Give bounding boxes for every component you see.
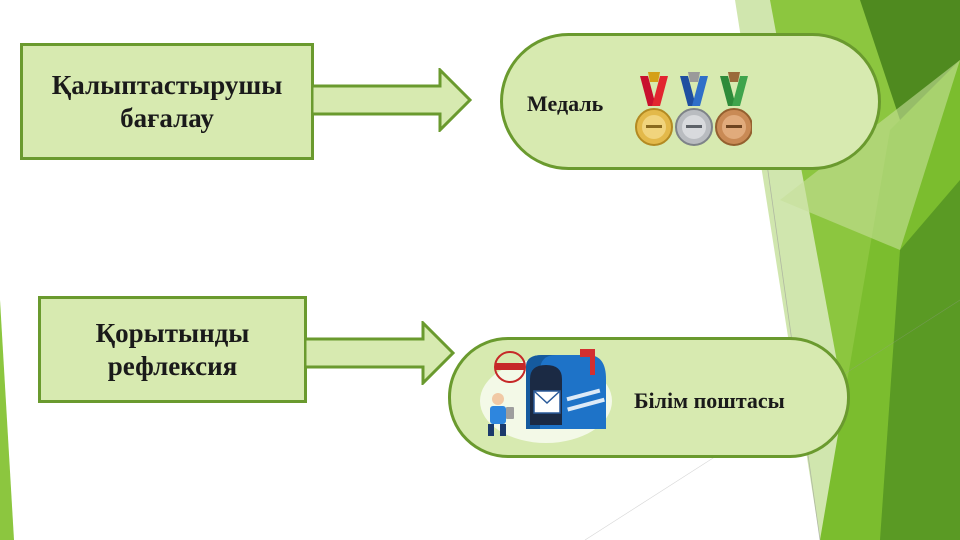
medals-illustration (635, 72, 752, 146)
right-pale-triangle (780, 60, 960, 250)
left-green-sliver (0, 300, 14, 540)
final-reflection-box: Қорытынды рефлексия (38, 296, 307, 403)
formative-assessment-box: Қалыптастырушы бағалау (20, 43, 314, 160)
right-arrow-icon (312, 68, 472, 132)
knowledge-mail-label: Білім поштасы (634, 388, 785, 413)
mailbox-illustration (480, 349, 612, 443)
final-reflection-label: Қорытынды рефлексия (95, 317, 250, 381)
right-arrow-icon (305, 321, 455, 385)
medal-label: Медаль (527, 91, 604, 116)
right-deep-panel (880, 180, 960, 540)
formative-assessment-label: Қалыптастырушы бағалау (51, 69, 283, 133)
